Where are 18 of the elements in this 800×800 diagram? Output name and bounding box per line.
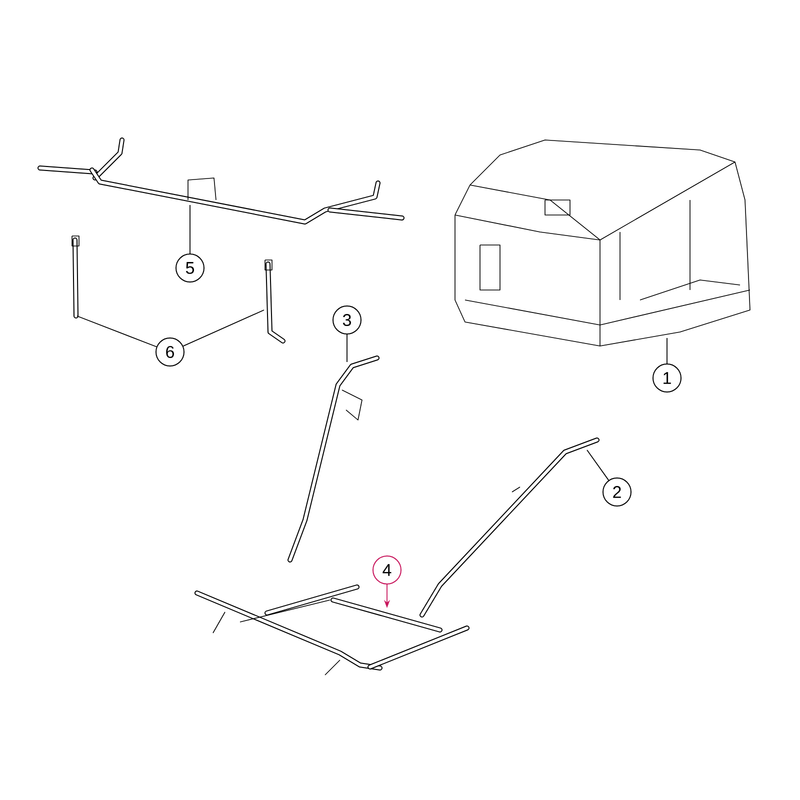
bracket-drawing <box>264 260 286 344</box>
floor-frame-drawing <box>194 584 470 676</box>
leader-line <box>586 450 610 481</box>
callout-number: 4 <box>372 556 402 584</box>
callout-number: 2 <box>602 478 632 506</box>
pillar-tube-drawing <box>288 356 380 562</box>
leader-line <box>666 338 668 364</box>
crossbar-drawing <box>38 138 404 224</box>
callout-number: 1 <box>652 364 682 392</box>
leader-line <box>76 316 157 348</box>
callout-number: 5 <box>176 254 204 282</box>
callout-number: 6 <box>156 338 184 366</box>
leader-line <box>346 334 348 362</box>
bracket-drawing <box>72 236 80 318</box>
rail-tube-drawing <box>420 438 600 618</box>
car-body-drawing <box>454 140 750 346</box>
callout-number: 3 <box>332 306 362 334</box>
leader-line <box>182 310 264 347</box>
